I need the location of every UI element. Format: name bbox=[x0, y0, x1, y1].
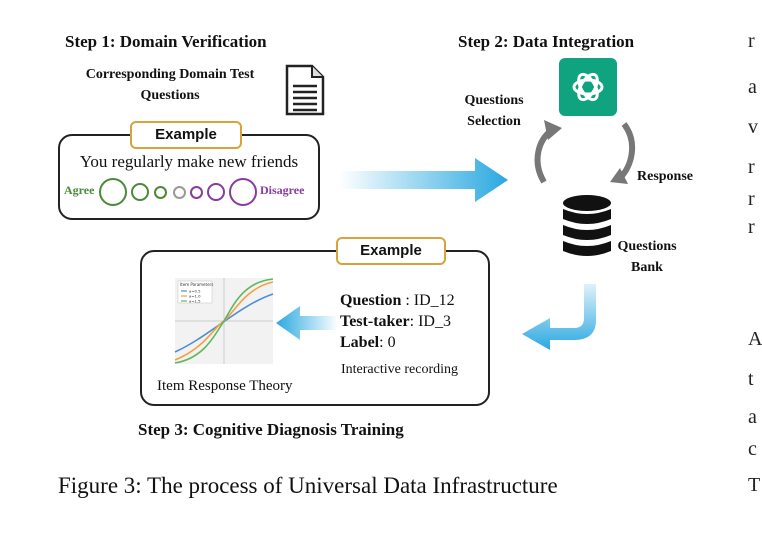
arrow-right-icon bbox=[340, 158, 508, 202]
example-badge: Example bbox=[130, 121, 242, 149]
right-edge-letter: r bbox=[748, 216, 755, 238]
agree-label: Agree bbox=[64, 183, 95, 197]
record-testtaker-key: Test-taker bbox=[340, 313, 410, 330]
document-icon bbox=[285, 64, 325, 116]
right-edge-letter: r bbox=[748, 156, 755, 178]
record-label-value: : 0 bbox=[379, 334, 396, 351]
questions-bank-label: Questions Bank bbox=[617, 239, 677, 275]
right-edge-letter: t bbox=[748, 368, 754, 390]
record-question-key: Question bbox=[340, 292, 402, 309]
right-edge-letter: r bbox=[748, 30, 755, 52]
chatgpt-logo-icon bbox=[559, 58, 617, 116]
scale-option-6[interactable] bbox=[207, 183, 225, 201]
right-edge-letter: r bbox=[748, 188, 755, 210]
right-edge-letter: a bbox=[748, 76, 757, 98]
example-statement: You regularly make new friends bbox=[79, 152, 299, 171]
cycle-arrows-icon bbox=[534, 120, 636, 184]
right-edge-letter: c bbox=[748, 438, 757, 460]
scale-option-2[interactable] bbox=[131, 183, 149, 201]
irt-chart: Item Parameters a=0.5 a=1.0 a=1.5 bbox=[174, 278, 274, 364]
scale-option-5[interactable] bbox=[190, 186, 203, 199]
record-question-value: : ID_12 bbox=[401, 292, 455, 309]
record-testtaker-value: : ID_3 bbox=[409, 313, 451, 330]
scale-option-4[interactable] bbox=[173, 186, 186, 199]
step3-title: Step 3: Cognitive Diagnosis Training bbox=[138, 420, 404, 439]
domain-questions-label: Corresponding Domain Test Questions bbox=[85, 67, 255, 103]
example-badge-2: Example bbox=[336, 237, 446, 265]
right-edge-letter: T bbox=[748, 474, 761, 496]
step2-title: Step 2: Data Integration bbox=[458, 32, 635, 51]
irt-legend-title: Item Parameters bbox=[180, 282, 213, 287]
right-edge-letter: v bbox=[748, 116, 758, 138]
questions-selection-label: Questions Selection bbox=[464, 93, 524, 129]
record-label: Label: 0 bbox=[340, 332, 396, 354]
step1-title: Step 1: Domain Verification bbox=[65, 32, 267, 51]
irt-caption: Item Response Theory bbox=[157, 378, 293, 394]
curved-arrow-icon bbox=[522, 284, 596, 350]
irt-legend-item: a=1.0 bbox=[189, 294, 201, 299]
right-edge-letter: a bbox=[748, 406, 757, 428]
database-icon bbox=[563, 195, 611, 256]
figure-caption: Figure 3: The process of Universal Data … bbox=[58, 473, 558, 498]
irt-legend-item: a=1.5 bbox=[189, 299, 201, 304]
arrow-left-icon bbox=[276, 306, 338, 340]
irt-legend-item: a=0.5 bbox=[189, 289, 201, 294]
scale-option-7[interactable] bbox=[229, 178, 257, 206]
scale-option-1[interactable] bbox=[99, 178, 127, 206]
record-label-key: Label bbox=[340, 334, 380, 351]
right-edge-letter: A bbox=[748, 328, 762, 350]
interactive-recording-note: Interactive recording bbox=[341, 362, 458, 377]
disagree-label: Disagree bbox=[260, 183, 305, 197]
record-question: Question : ID_12 bbox=[340, 290, 455, 312]
response-label: Response bbox=[637, 169, 694, 184]
record-testtaker: Test-taker: ID_3 bbox=[340, 311, 451, 333]
scale-option-3[interactable] bbox=[154, 186, 167, 199]
